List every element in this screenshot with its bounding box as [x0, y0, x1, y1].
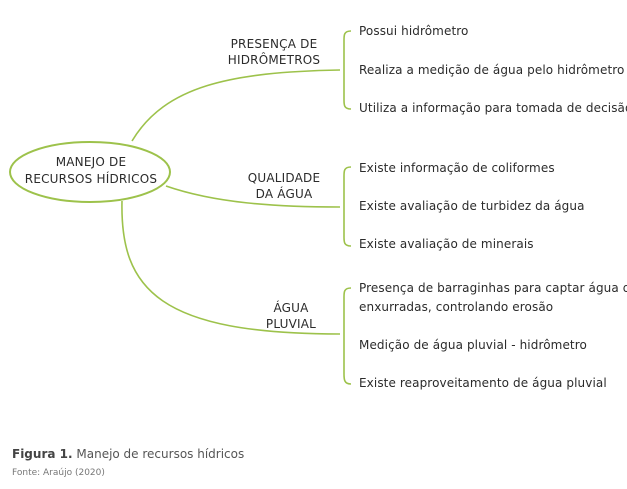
leaf-item: Existe reaproveitamento de água pluvial: [359, 376, 607, 390]
branch-label-line1: PRESENÇA DE: [230, 37, 318, 51]
caption-text: Manejo de recursos hídricos: [76, 447, 245, 461]
leaf-item: Existe informação de coliformes: [359, 161, 555, 175]
leaf-item: Medição de água pluvial - hidrômetro: [359, 338, 587, 352]
leaf-item: Existe avaliação de minerais: [359, 237, 534, 251]
root-label-line2: RECURSOS HÍDRICOS: [24, 172, 158, 186]
leaf-item: Possui hidrômetro: [359, 24, 469, 38]
branch-label-line2: DA ÁGUA: [255, 187, 313, 201]
leaf-item: Utiliza a informação para tomada de deci…: [359, 101, 627, 115]
caption-label: Figura 1.: [12, 447, 73, 461]
branch-label-line2: HIDRÔMETROS: [227, 53, 321, 67]
leaf-item: Realiza a medição de água pelo hidrômetr…: [359, 63, 625, 77]
branch-agua-pluvial: ÁGUA PLUVIAL: [256, 300, 326, 332]
leaf-item-continuation: enxurradas, controlando erosão: [359, 300, 554, 314]
branch-label-line1: ÁGUA: [273, 301, 309, 315]
leaf-item: Presença de barraginhas para captar água…: [359, 281, 627, 295]
branch-presenca-hidrometros: PRESENÇA DE HIDRÔMETROS: [222, 36, 326, 68]
root-label-line1: MANEJO DE: [55, 155, 127, 169]
bracket-hidrometros: [343, 30, 352, 110]
connector-root-to-pluvial: [121, 200, 341, 335]
leaf-item: Existe avaliação de turbidez da água: [359, 199, 585, 213]
figure-caption: Figura 1. Manejo de recursos hídricos: [12, 447, 244, 461]
connector-root-to-hidrometros: [131, 69, 341, 142]
connector-root-to-qualidade: [165, 185, 341, 208]
figure-source: Fonte: Araújo (2020): [12, 468, 105, 478]
bracket-qualidade: [343, 166, 352, 247]
root-node: MANEJO DE RECURSOS HÍDRICOS: [12, 148, 170, 194]
root-ellipse: [9, 141, 171, 203]
branch-label-line2: PLUVIAL: [265, 317, 317, 331]
branch-label-line1: QUALIDADE: [247, 171, 321, 185]
bracket-pluvial: [343, 287, 352, 385]
branch-qualidade-agua: QUALIDADE DA ÁGUA: [240, 170, 328, 202]
